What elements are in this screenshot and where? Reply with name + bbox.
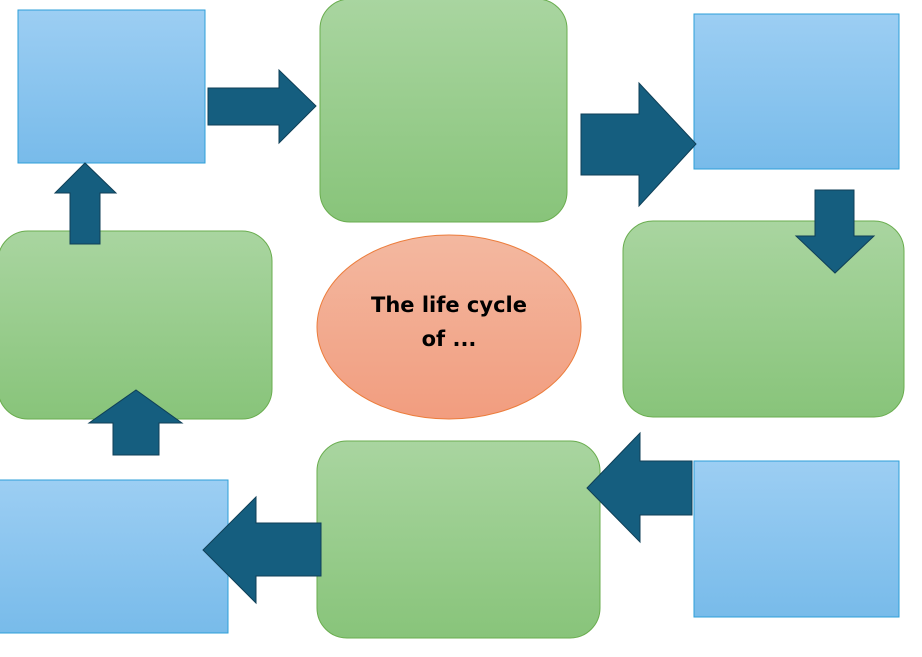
center-title-line-1: The life cycle [371,293,527,317]
up-arrow-icon [53,162,118,245]
down-arrow-icon [794,189,876,274]
left-arrow-icon [202,495,322,605]
up-arrow-icon [87,389,184,456]
stage-box-green-right[interactable] [622,220,905,418]
stage-box-green-bottom-center[interactable] [316,440,601,639]
right-arrow-icon [580,81,697,208]
stage-box-blue-top-left[interactable] [17,9,206,164]
left-arrow-icon [586,431,693,544]
stage-box-green-top-center[interactable] [319,0,568,223]
center-title-line-2: of ... [422,327,477,351]
center-ellipse[interactable] [316,234,582,420]
stage-box-blue-top-right[interactable] [693,13,900,170]
stage-box-blue-bottom-left[interactable] [0,479,229,634]
stage-box-blue-bottom-right[interactable] [693,460,900,618]
right-arrow-icon [207,68,317,145]
